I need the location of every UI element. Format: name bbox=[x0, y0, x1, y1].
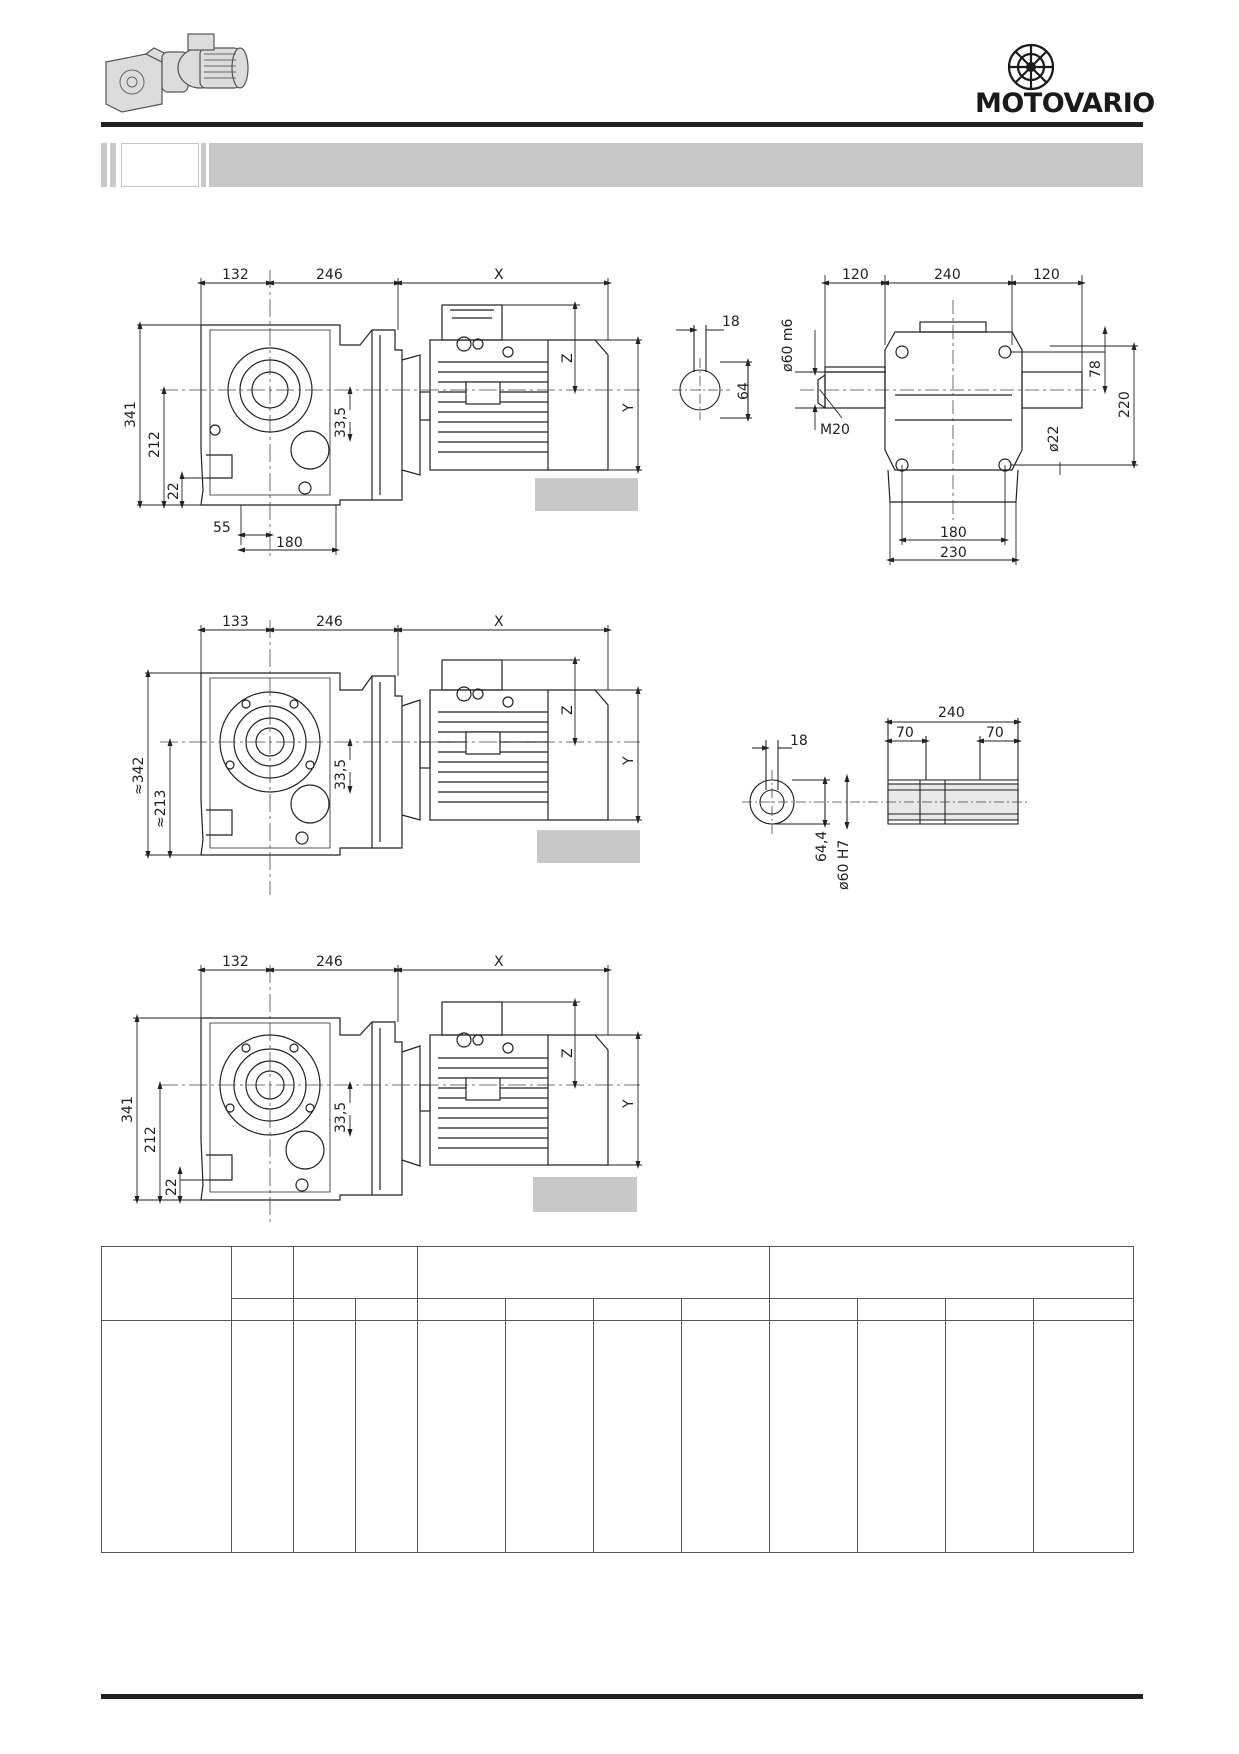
table-cell bbox=[355, 1298, 418, 1321]
dim-text: 180 bbox=[940, 525, 967, 541]
dim-text: 240 bbox=[938, 705, 965, 721]
dim-text: 230 bbox=[940, 545, 967, 561]
gray-label-box bbox=[537, 830, 640, 863]
table-cell bbox=[593, 1298, 682, 1321]
dim-text: 22 bbox=[164, 1178, 180, 1196]
dim-text: 341 bbox=[123, 401, 139, 428]
dim-text: 120 bbox=[842, 267, 869, 283]
table-cell bbox=[505, 1298, 594, 1321]
gearmotor-side-view-3 bbox=[200, 1001, 609, 1201]
table-subheader-row bbox=[102, 1298, 1134, 1321]
dim-text: Y bbox=[621, 403, 637, 413]
dim-text: X bbox=[494, 954, 504, 970]
motovario-emblem-icon bbox=[1007, 43, 1055, 91]
dim-text: 132 bbox=[222, 954, 249, 970]
table-cell bbox=[101, 1246, 232, 1321]
gearmotor-side-view-1 bbox=[200, 304, 609, 506]
spec-table bbox=[101, 1246, 1134, 1553]
gearmotor-thumbnail-icon bbox=[105, 33, 249, 113]
dim-text: 33,5 bbox=[333, 1102, 349, 1133]
dim-text: 180 bbox=[276, 535, 303, 551]
table-cell bbox=[769, 1246, 1134, 1299]
dim-text: ø60 H7 bbox=[836, 840, 852, 890]
dim-text: Z bbox=[560, 705, 576, 715]
footer-rule bbox=[101, 1694, 1143, 1699]
dim-text: 212 bbox=[147, 431, 163, 458]
table-cell bbox=[505, 1320, 594, 1553]
table-cell bbox=[1033, 1298, 1134, 1321]
table-cell bbox=[769, 1298, 858, 1321]
technical-drawings: 132 246 X 341 212 22 33,5 55 180 Z Y 18 … bbox=[120, 267, 1138, 1225]
table-cell bbox=[293, 1298, 356, 1321]
table-cell bbox=[231, 1246, 294, 1299]
dim-text: 246 bbox=[316, 614, 343, 630]
brand-logo: MOTOVARIO bbox=[975, 88, 1155, 119]
dim-text: ø22 bbox=[1046, 426, 1062, 452]
dim-text: 246 bbox=[316, 267, 343, 283]
table-cell bbox=[355, 1320, 418, 1553]
dim-text: 220 bbox=[1117, 391, 1133, 418]
table-cell bbox=[231, 1298, 294, 1321]
table-cell bbox=[769, 1320, 858, 1553]
table-cell bbox=[293, 1320, 356, 1553]
dim-text: 18 bbox=[790, 733, 808, 749]
dim-text: 55 bbox=[213, 520, 231, 536]
dim-text: X bbox=[494, 614, 504, 630]
table-cell bbox=[681, 1320, 770, 1553]
band-label-box bbox=[121, 143, 199, 187]
table-cell bbox=[857, 1320, 946, 1553]
table-cell bbox=[293, 1246, 418, 1299]
section-title-band bbox=[209, 143, 1143, 187]
table-row bbox=[101, 1320, 1134, 1553]
dim-text: ø60 m6 bbox=[780, 319, 796, 372]
dim-text: 133 bbox=[222, 614, 249, 630]
dim-text: 240 bbox=[934, 267, 961, 283]
table-cell bbox=[101, 1320, 232, 1553]
table-header-row bbox=[101, 1246, 1134, 1321]
dim-text: 64,4 bbox=[814, 831, 830, 862]
dim-text: 212 bbox=[143, 1126, 159, 1153]
dim-text: 33,5 bbox=[333, 407, 349, 438]
table-cell bbox=[1033, 1320, 1134, 1553]
gearbox-plan-view bbox=[817, 321, 1083, 503]
gray-label-box bbox=[533, 1177, 637, 1212]
header-rule bbox=[101, 122, 1143, 127]
dim-text: 78 bbox=[1088, 360, 1104, 378]
dim-text: ≈213 bbox=[153, 790, 169, 828]
dim-text: M20 bbox=[820, 422, 850, 438]
table-cell bbox=[681, 1298, 770, 1321]
dim-text: 246 bbox=[316, 954, 343, 970]
band-segment bbox=[110, 143, 116, 187]
shaft-end-view bbox=[676, 325, 752, 422]
dim-text: 22 bbox=[166, 482, 182, 500]
dim-text: Z bbox=[560, 353, 576, 363]
band-segment bbox=[101, 143, 107, 187]
dim-text: Y bbox=[621, 1099, 637, 1109]
table-cell bbox=[945, 1320, 1034, 1553]
gray-label-box bbox=[535, 478, 638, 511]
table-cell bbox=[417, 1298, 506, 1321]
dim-text: 18 bbox=[722, 314, 740, 330]
dim-text: 341 bbox=[120, 1096, 136, 1123]
table-cell bbox=[417, 1246, 770, 1299]
band-segment bbox=[201, 143, 206, 187]
table-cell bbox=[593, 1320, 682, 1553]
dim-text: 132 bbox=[222, 267, 249, 283]
dim-text: X bbox=[494, 267, 504, 283]
gearmotor-side-view-2 bbox=[200, 659, 609, 856]
table-cell bbox=[417, 1320, 506, 1553]
dim-text: 70 bbox=[986, 725, 1004, 741]
table-cell bbox=[231, 1320, 294, 1553]
dim-text: Y bbox=[621, 756, 637, 766]
dim-text: Z bbox=[560, 1048, 576, 1058]
dim-text: 70 bbox=[896, 725, 914, 741]
dim-text: 64 bbox=[736, 382, 752, 400]
dim-text: 120 bbox=[1033, 267, 1060, 283]
dim-text: ≈342 bbox=[131, 757, 147, 795]
table-cell bbox=[857, 1298, 946, 1321]
dim-text: 33,5 bbox=[333, 759, 349, 790]
table-cell bbox=[945, 1298, 1034, 1321]
